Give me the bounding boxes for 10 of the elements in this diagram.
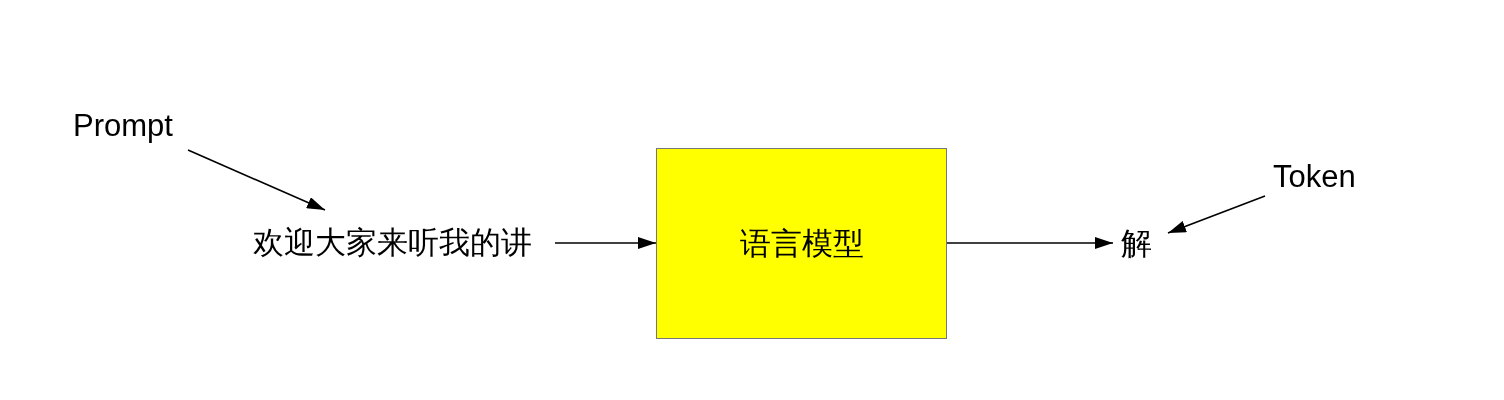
box-label: 语言模型 [739, 225, 864, 262]
arrow [946, 237, 1114, 249]
text-label: 欢迎大家来听我的讲 [253, 225, 532, 261]
text-label: Prompt [73, 108, 173, 144]
text-label: Token [1273, 159, 1356, 195]
arrow [187, 149, 326, 211]
arrow [554, 237, 657, 249]
arrow [1167, 195, 1266, 234]
model-box [656, 148, 947, 339]
text-label: 解 [1121, 225, 1152, 262]
